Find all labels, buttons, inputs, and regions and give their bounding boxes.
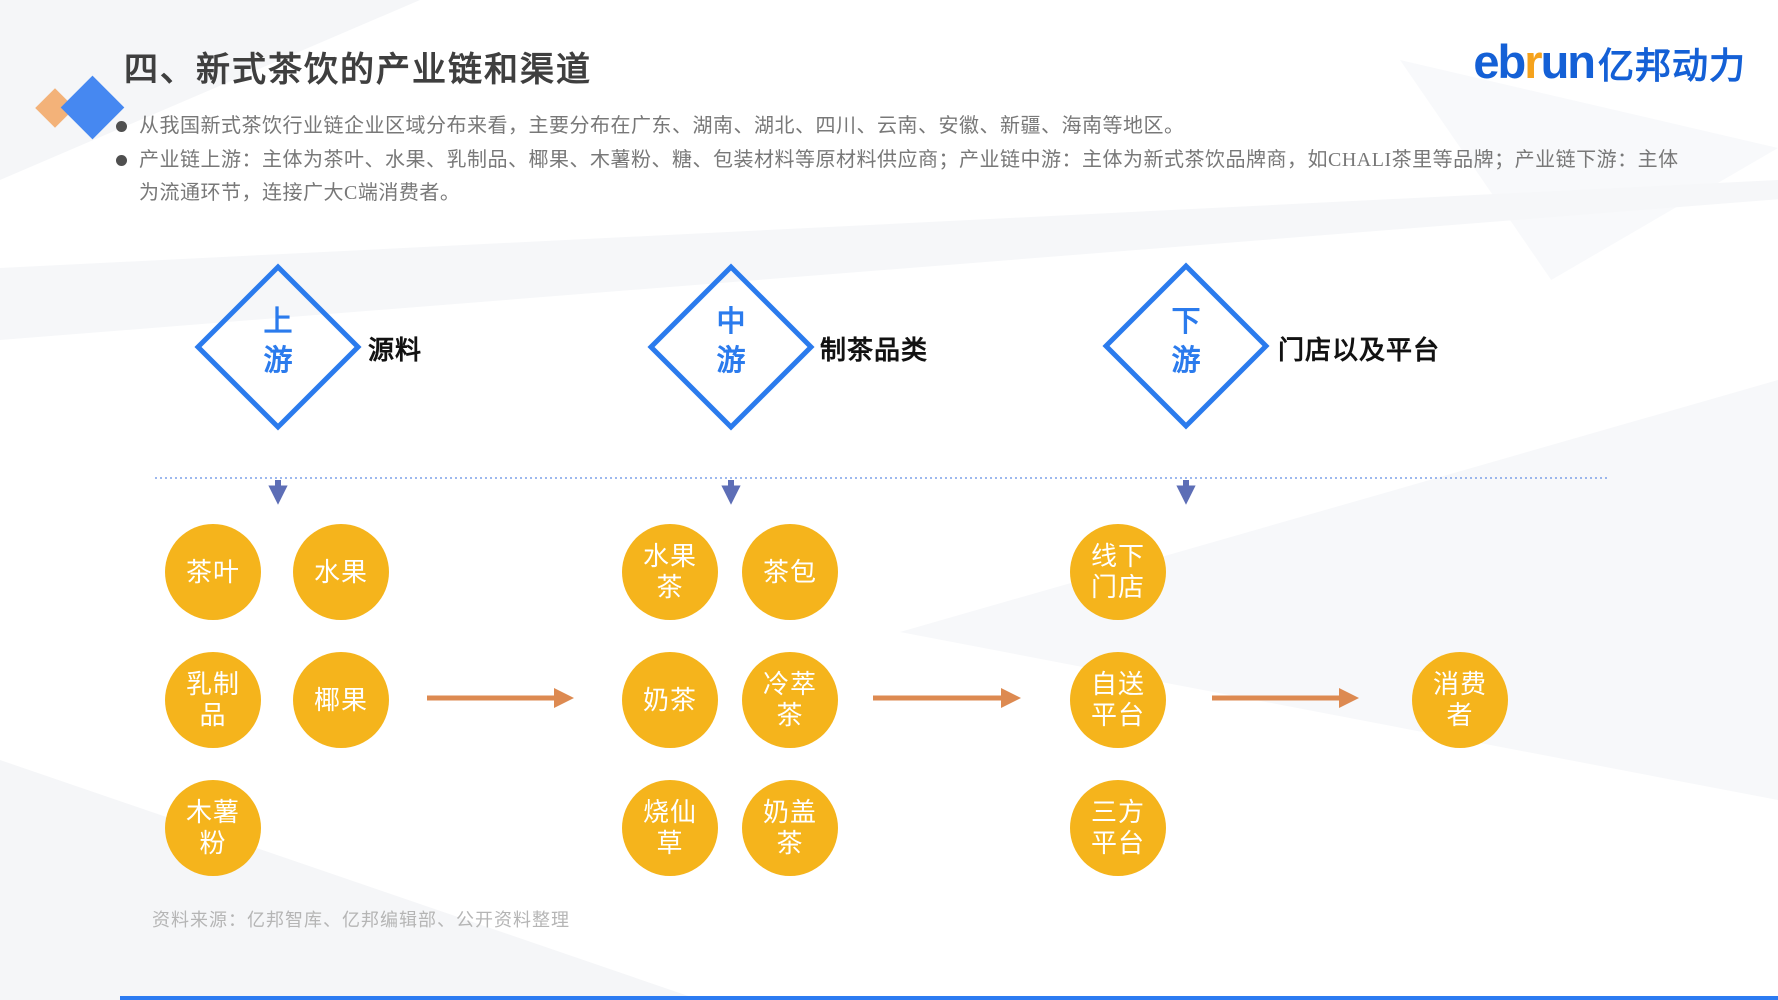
downstream-diamond-text: 下游 bbox=[1171, 306, 1201, 377]
bullet-text: 产业链上游：主体为茶叶、水果、乳制品、椰果、木薯粉、糖、包装材料等原材料供应商；… bbox=[139, 149, 1679, 204]
node-cold-brew-tea: 冷萃茶 bbox=[742, 652, 838, 748]
bottom-accent-bar bbox=[120, 996, 1778, 1000]
source-note: 资料来源：亿邦智库、亿邦编辑部、公开资料整理 bbox=[152, 910, 570, 930]
upstream-stage-label: 源料 bbox=[368, 335, 423, 365]
node-third-party-platform: 三方平台 bbox=[1070, 780, 1166, 876]
node-cheese-tea: 奶盖茶 bbox=[742, 780, 838, 876]
node-offline-store: 线下门店 bbox=[1070, 524, 1166, 620]
bullet-text: 从我国新式茶饮行业链企业区域分布来看，主要分布在广东、湖南、湖北、四川、云南、安… bbox=[139, 115, 1185, 137]
summary-bullets: 从我国新式茶饮行业链企业区域分布来看，主要分布在广东、湖南、湖北、四川、云南、安… bbox=[116, 110, 1682, 210]
node-self-delivery-platform: 自送平台 bbox=[1070, 652, 1166, 748]
page-title: 四、新式茶饮的产业链和渠道 bbox=[124, 52, 592, 89]
logo-cn-text: 亿邦动力 bbox=[1597, 45, 1746, 86]
node-tapioca: 木薯粉 bbox=[165, 780, 261, 876]
brand-logo: ebrun 亿邦动力 bbox=[1473, 34, 1746, 89]
node-dairy: 乳制品 bbox=[165, 652, 261, 748]
node-grass-jelly: 烧仙草 bbox=[622, 780, 718, 876]
background-polygon bbox=[900, 380, 1778, 800]
node-milk-tea: 奶茶 bbox=[622, 652, 718, 748]
bullet-dot-icon bbox=[116, 121, 127, 132]
bullet-item: 产业链上游：主体为茶叶、水果、乳制品、椰果、木薯粉、糖、包装材料等原材料供应商；… bbox=[116, 144, 1682, 210]
node-tea-bag: 茶包 bbox=[742, 524, 838, 620]
logo-accent-letter: r bbox=[1524, 35, 1542, 88]
node-fruit-tea: 水果茶 bbox=[622, 524, 718, 620]
upstream-diamond-text: 上游 bbox=[263, 306, 293, 377]
midstream-stage-label: 制茶品类 bbox=[820, 335, 929, 365]
midstream-diamond-text: 中游 bbox=[716, 306, 746, 377]
downstream-stage-label: 门店以及平台 bbox=[1278, 335, 1441, 365]
node-fruit: 水果 bbox=[293, 524, 389, 620]
bullet-item: 从我国新式茶饮行业链企业区域分布来看，主要分布在广东、湖南、湖北、四川、云南、安… bbox=[116, 110, 1682, 143]
node-consumer: 消费者 bbox=[1412, 652, 1508, 748]
node-tea-leaf: 茶叶 bbox=[165, 524, 261, 620]
logo-en-text: ebrun bbox=[1473, 35, 1596, 88]
node-coconut: 椰果 bbox=[293, 652, 389, 748]
bullet-dot-icon bbox=[116, 155, 127, 166]
